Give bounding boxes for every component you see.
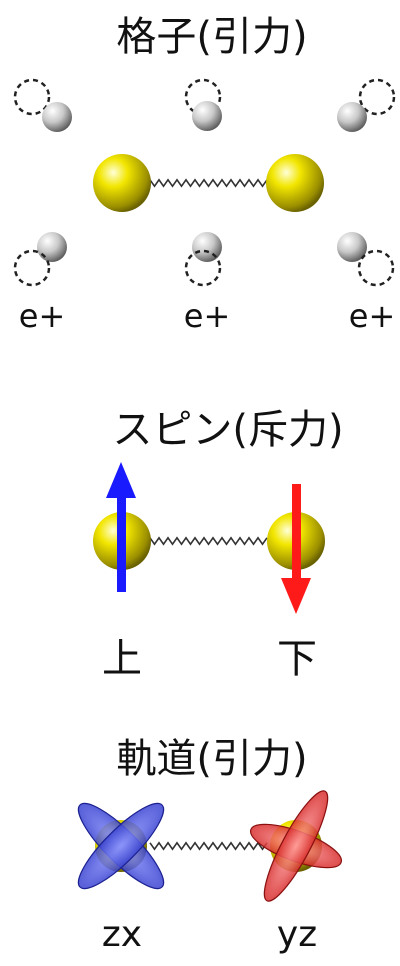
ion-top-center	[184, 78, 222, 131]
ion-bottom-center	[184, 232, 222, 287]
charge-label: e+	[19, 297, 66, 335]
spin-down-arrow-icon	[281, 484, 311, 614]
vacancy-circle-icon	[357, 249, 395, 287]
vacancy-circle-icon	[184, 249, 222, 287]
orbital-title: 軌道(引力)	[116, 736, 307, 782]
electron-sphere-icon	[93, 154, 151, 212]
lattice-panel: 格子(引力) e+ e+	[13, 14, 396, 335]
spring-bond-icon	[149, 841, 268, 851]
ion-sphere-icon	[337, 102, 367, 132]
lattice-title: 格子(引力)	[116, 14, 307, 60]
spin-panel: スピン(斥力) 上 下	[93, 407, 344, 682]
ion-sphere-icon	[192, 101, 222, 131]
ion-sphere-icon	[37, 232, 67, 262]
ion-sphere-icon	[42, 102, 72, 132]
charge-label: e+	[184, 297, 231, 335]
vacancy-circle-icon	[184, 78, 222, 116]
spin-title: スピン(斥力)	[112, 407, 343, 453]
orbital-left-label: zx	[102, 914, 142, 955]
ion-sphere-icon	[337, 232, 367, 262]
spring-bond-icon	[149, 178, 268, 188]
electron-sphere-icon	[266, 154, 324, 212]
ion-top-right	[337, 78, 396, 132]
ion-bottom-left	[13, 232, 67, 287]
vacancy-circle-icon	[13, 249, 51, 287]
orbital-lobes-icon	[250, 790, 342, 902]
orbital-lobes-icon	[77, 802, 165, 890]
spin-down-label: 下	[277, 636, 317, 682]
spring-bond-icon	[149, 536, 268, 546]
orbital-right-label: yz	[277, 914, 317, 955]
vacancy-circle-icon	[358, 78, 396, 116]
charge-label: e+	[349, 297, 396, 335]
spin-up-arrow-icon	[106, 462, 136, 592]
orbital-panel: 軌道(引力) zx yz	[77, 736, 342, 955]
ion-bottom-right	[337, 232, 395, 287]
ion-top-left	[13, 78, 72, 132]
ion-sphere-icon	[192, 232, 222, 262]
vacancy-circle-icon	[13, 78, 51, 116]
spin-up-label: 上	[102, 636, 142, 682]
